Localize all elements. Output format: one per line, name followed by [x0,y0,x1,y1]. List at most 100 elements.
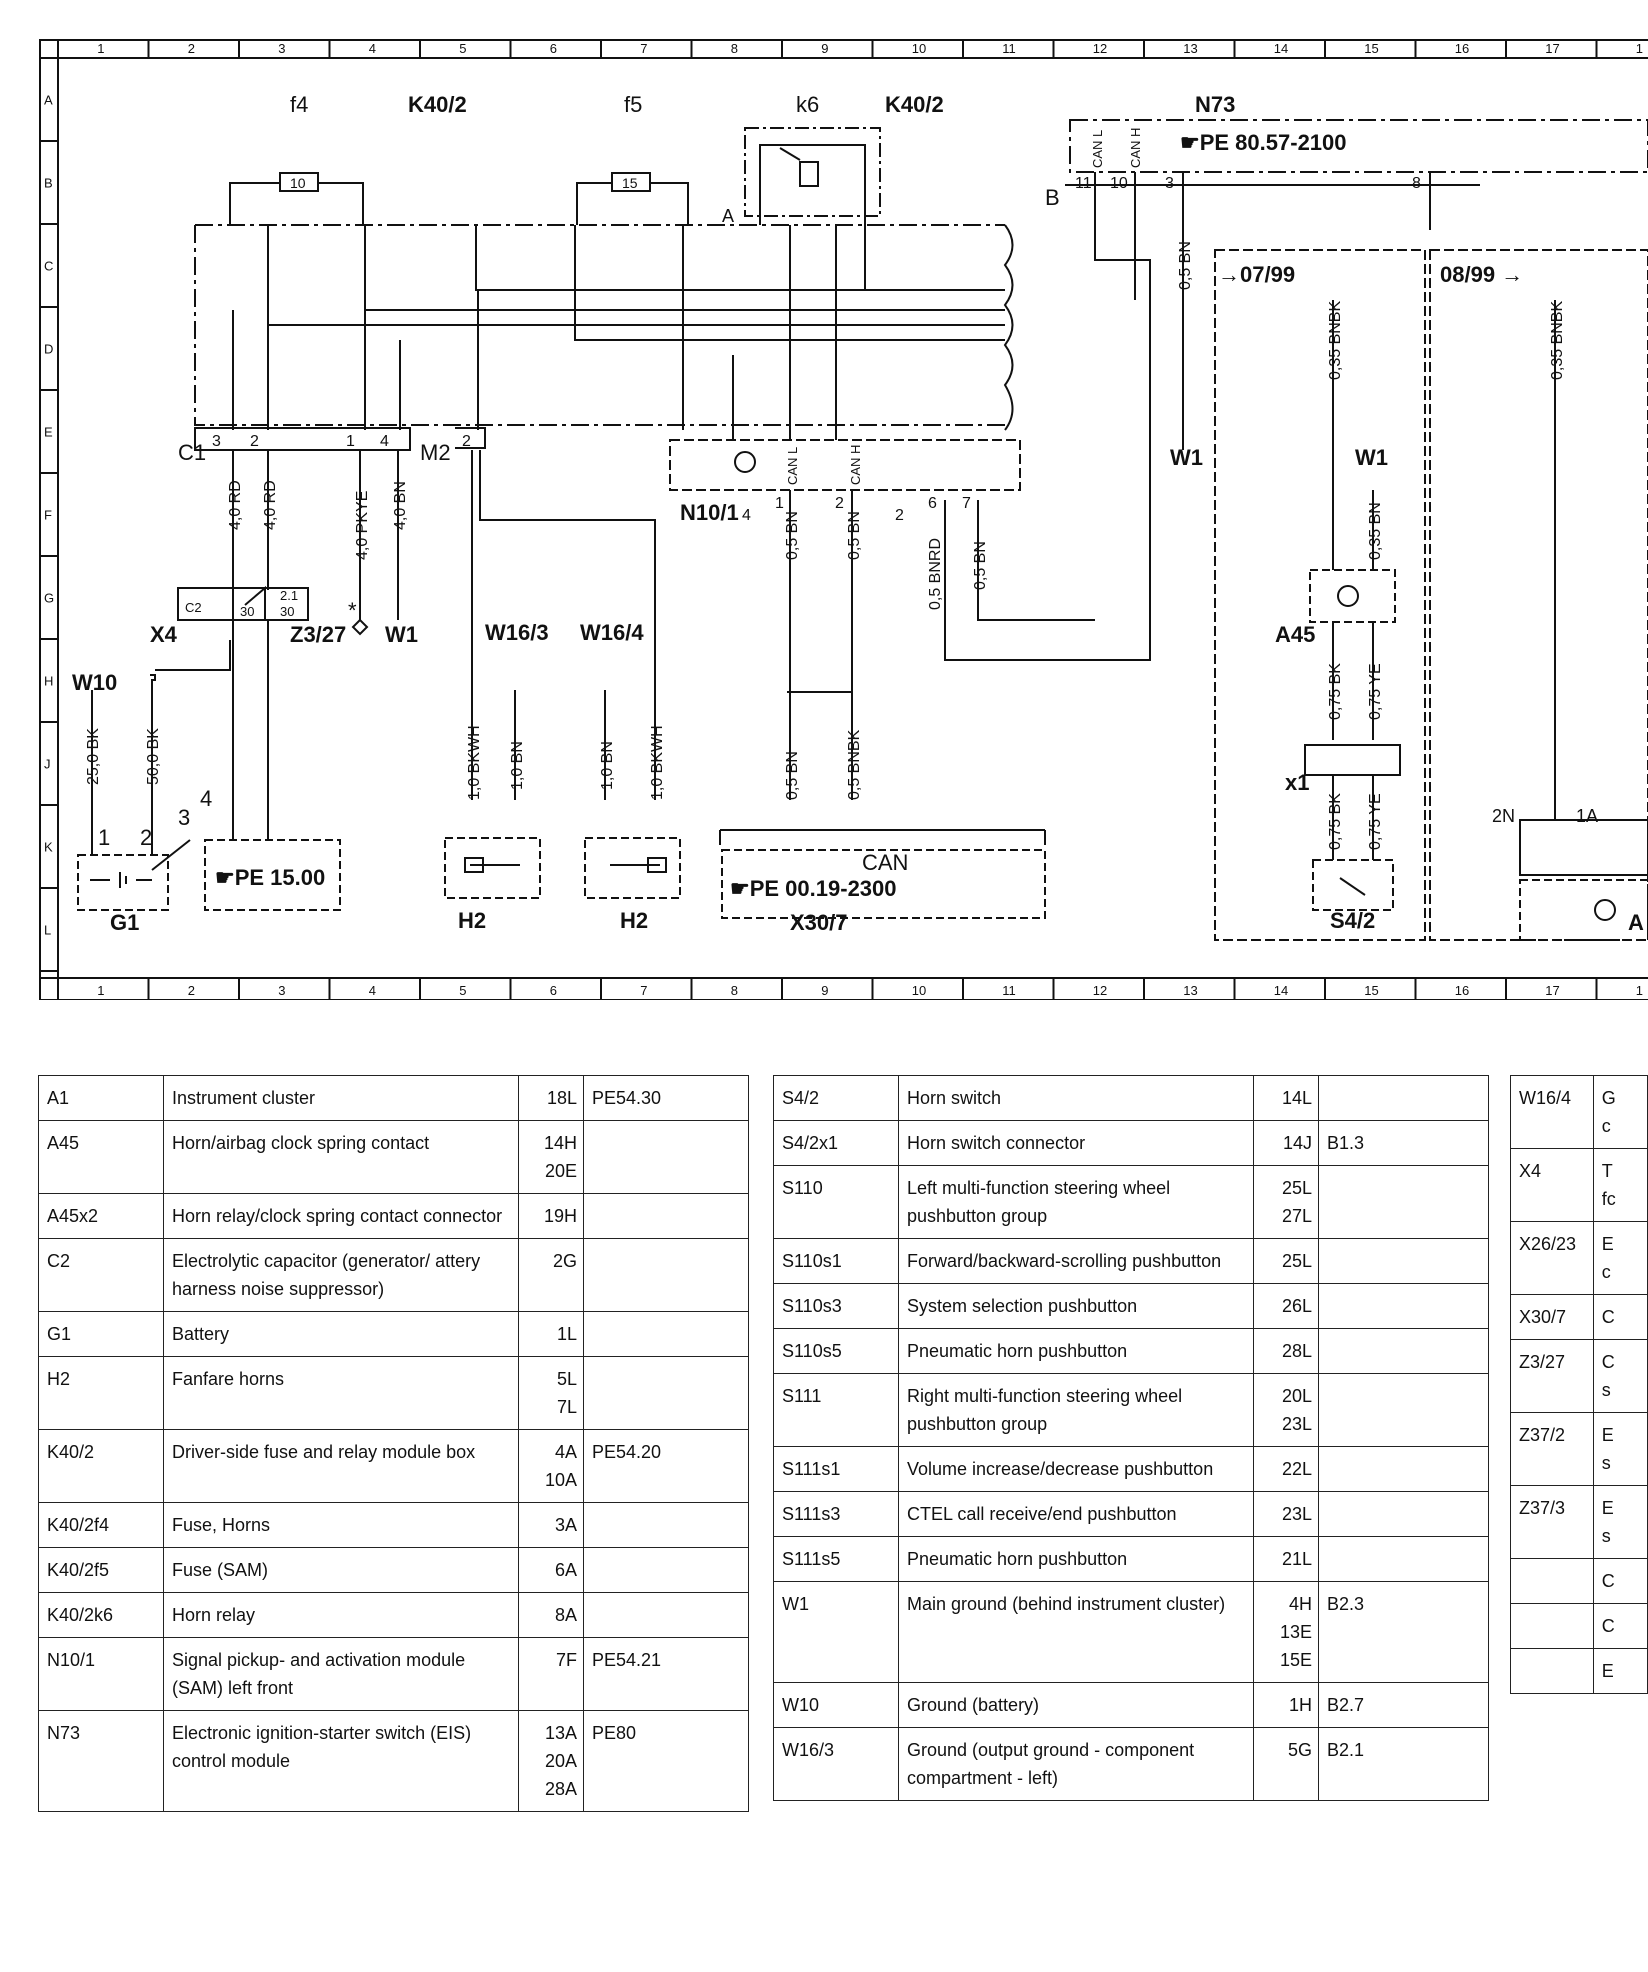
reference [583,1356,749,1430]
n10-can-l: CAN L [785,447,800,485]
wire-075ye-a: 0,75 YE [1367,663,1384,720]
grid-location: 18L [518,1075,584,1121]
component-description: Electronic ignition-starter switch (EIS)… [163,1710,519,1812]
component-description: Horn switch [898,1075,1254,1121]
reference: B1.3 [1318,1120,1489,1166]
component-description: Right multi-function steering wheel push… [898,1373,1254,1447]
fuse-15-label: 15 [622,175,638,191]
component-code: X4 [1510,1148,1594,1222]
reference [583,1547,749,1593]
column-marker: 8 [731,983,738,998]
n10-pin6: 6 [928,495,937,512]
row-marker: H [44,674,53,689]
column-marker: 4 [369,41,376,56]
reference [583,1592,749,1638]
grid-location: 1H [1253,1682,1319,1728]
component-code: A45x2 [38,1193,164,1239]
branch-b-label: B [1045,185,1060,210]
column-marker: 7 [640,41,647,56]
component-code: K40/2k6 [38,1592,164,1638]
fuse-f4-label: f4 [290,92,308,117]
column-marker: 12 [1093,41,1107,56]
reference [583,1311,749,1357]
component-code: K40/2f5 [38,1547,164,1593]
component-code: S4/2 [773,1075,899,1121]
wire-250bk: 25,0 BK [85,728,102,785]
component-description: Signal pickup- and activation module (SA… [163,1637,519,1711]
n73-pin11: 11 [1075,175,1092,192]
n10-pin1: 1 [775,495,784,512]
column-marker: 10 [912,983,926,998]
n73-can-l: CAN L [1090,130,1105,168]
suppressor-z3-27: Z3/27 [290,622,346,647]
component-code: W1 [773,1581,899,1683]
column-markers: 1122334455667788991010111112121313141415… [97,40,1643,1000]
grid-location: 1L [518,1311,584,1357]
component-code: G1 [38,1311,164,1357]
column-marker: 2 [188,41,195,56]
grid-location: 6A [518,1547,584,1593]
column-marker: 12 [1093,983,1107,998]
reference [1318,1165,1489,1239]
wire-035bnbk-a: 0,35 BNBK [1327,301,1344,380]
row-marker: B [44,176,53,191]
table-row: E [1510,1648,1648,1694]
x4-30a: 30 [240,604,254,619]
n73-can-h: CAN H [1128,128,1143,168]
wire-40pkye: 4,0 PKYE [354,491,371,560]
grid-location: 5G [1253,1727,1319,1801]
component-code: S110s3 [773,1283,899,1329]
wiring-diagram: 1122334455667788991010111112121313141415… [39,39,1648,1000]
right-2n: 2N [1492,806,1515,826]
wire-05bn-c: 0,5 BN [972,541,989,590]
component-code: S111s5 [773,1536,899,1582]
component-code: A1 [38,1075,164,1121]
component-description: Horn/airbag clock spring contact [163,1120,519,1194]
component-description: Pneumatic horn pushbutton [898,1328,1254,1374]
wire-500bk: 50,0 BK [145,728,162,785]
n73-pin10: 10 [1110,175,1128,192]
row-marker: F [44,508,52,523]
module-k40-2b-label: K40/2 [885,92,944,117]
reference: B2.3 [1318,1581,1489,1683]
grid-location: 7F [518,1637,584,1711]
c1-pin4: 4 [380,433,389,450]
column-marker: 3 [278,41,285,56]
row-marker: L [44,923,51,938]
reference [1318,1328,1489,1374]
pe-ref-0019: ☛PE 00.19-2300 [730,876,897,901]
component-description: Electrolytic capacitor (generator/ atter… [163,1238,519,1312]
column-marker: 13 [1183,41,1197,56]
x4-c2: C2 [185,600,202,615]
component-code: S111s1 [773,1446,899,1492]
module-n73-label: N73 [1195,92,1235,117]
column-marker: 1 [97,983,104,998]
reference: PE54.20 [583,1429,749,1503]
column-marker: 14 [1274,983,1288,998]
date-0899: 08/99 → [1440,262,1523,287]
wire-10bn-a: 1,0 BN [509,741,526,790]
component-description: Ground (output ground - component compar… [898,1727,1254,1801]
component-description: Horn relay/clock spring contact connecto… [163,1193,519,1239]
column-marker: 17 [1545,983,1559,998]
ground-w1-mid: W1 [1170,445,1203,470]
component-code [1510,1603,1594,1649]
component-code: N73 [38,1710,164,1812]
right-a: A [1628,910,1644,935]
reference [1318,1238,1489,1284]
